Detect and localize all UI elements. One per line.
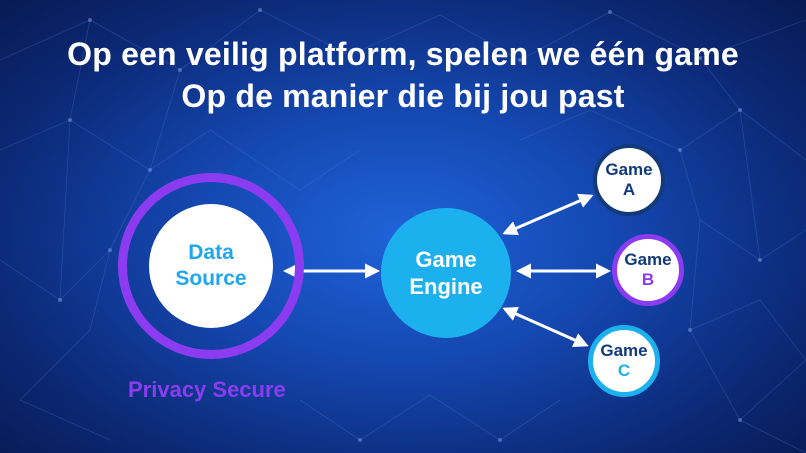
game-a-label-line1: Game: [605, 160, 653, 179]
game-b-node: Game B: [612, 234, 684, 306]
game-b-label-line2: B: [641, 270, 655, 289]
game-c-node: Game C: [588, 325, 660, 397]
privacy-ring: [118, 173, 304, 359]
game-c-label-line1: Game: [600, 341, 648, 360]
data-source-label-line1: Data: [188, 241, 234, 264]
game-engine-label-line2: Engine: [409, 274, 483, 299]
game-c-label-line2: C: [617, 361, 631, 380]
data-source-node: Data Source: [149, 204, 273, 328]
arrow-engine-game-a: [502, 193, 594, 236]
game-a-label-line2: A: [622, 180, 636, 199]
headline-line-1: Op een veilig platform, spelen we één ga…: [67, 36, 739, 72]
game-a-node: Game A: [593, 144, 665, 216]
headline-line-2: Op de manier die bij jou past: [181, 78, 625, 114]
game-engine-node: Game Engine: [381, 208, 511, 338]
arrow-engine-game-c: [502, 307, 589, 347]
data-source-label-line2: Source: [175, 267, 247, 290]
game-engine-label-line1: Game: [415, 247, 477, 272]
privacy-secure-caption: Privacy Secure: [128, 377, 286, 402]
game-b-label-line1: Game: [624, 250, 672, 269]
